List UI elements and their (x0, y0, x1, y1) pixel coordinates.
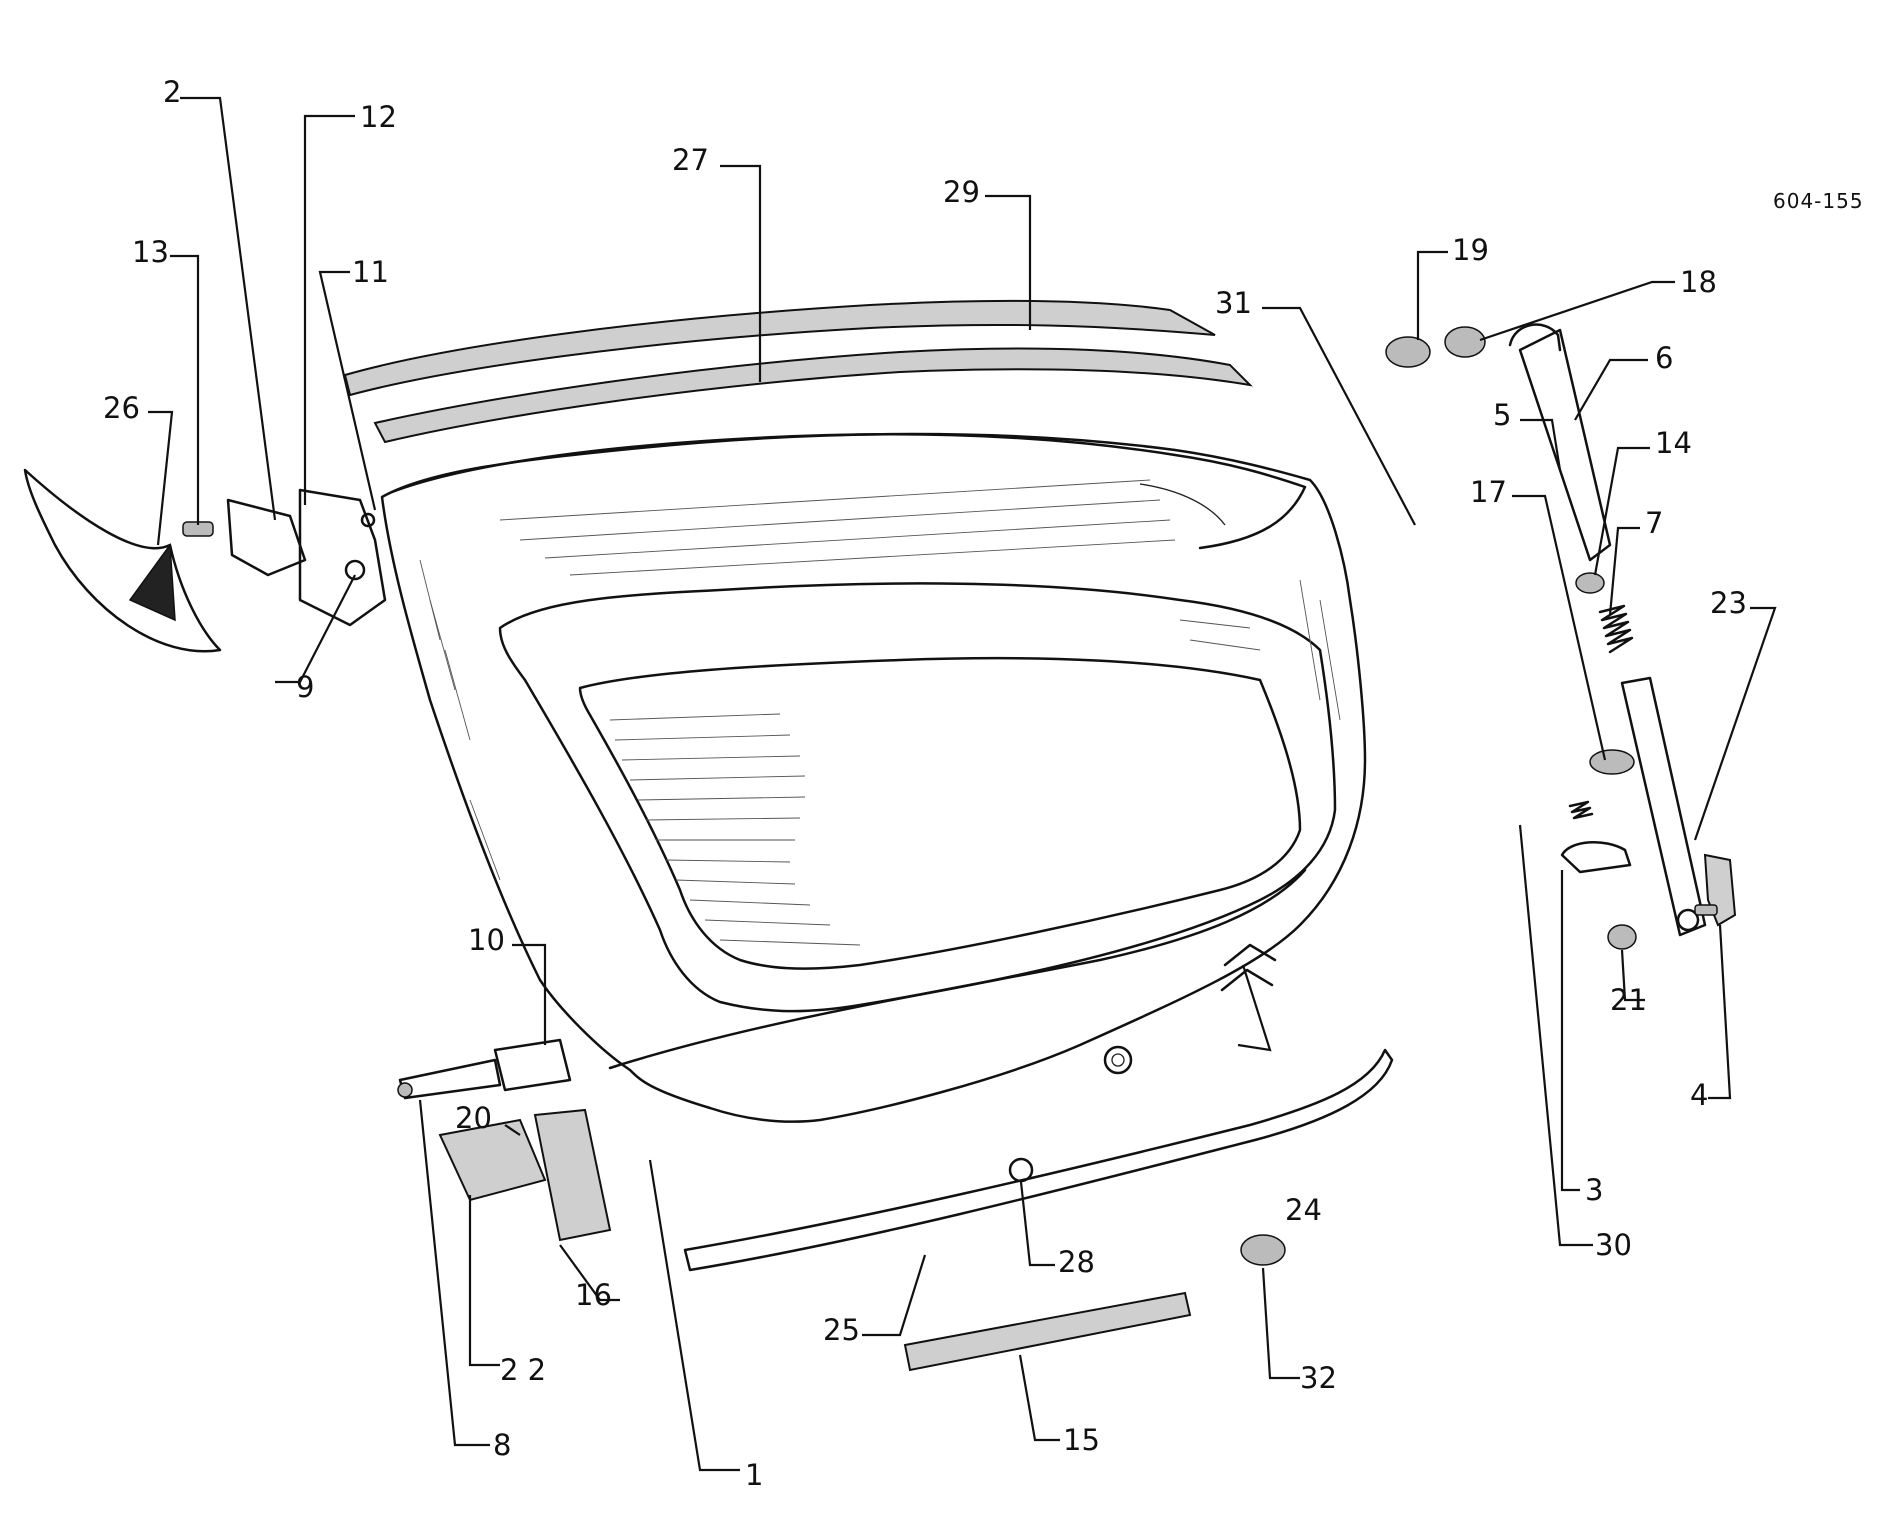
hinge-hardware (23, 468, 612, 1242)
bushing-19 (1385, 336, 1431, 368)
callout-2: 2 (163, 75, 181, 109)
spring-7 (1598, 604, 1634, 654)
cap-14 (1575, 572, 1605, 594)
callout-10: 10 (468, 923, 505, 957)
callout-27: 27 (672, 143, 709, 177)
trim-26 (23, 468, 222, 653)
callout-16: 16 (575, 1278, 612, 1312)
plate-strip-15 (903, 1291, 1192, 1372)
strut-hardware (1385, 323, 1737, 950)
callout-25: 25 (823, 1313, 860, 1347)
bushing-18 (1444, 326, 1486, 358)
leader-lines (148, 96, 1777, 1472)
reference-code: 604-155 (1773, 189, 1864, 213)
callout-12: 12 (360, 100, 397, 134)
upper-trim-27 (373, 347, 1253, 444)
tailgate-upper-bulge (390, 433, 1307, 550)
callout-13: 13 (132, 235, 169, 269)
nut-21 (1607, 924, 1637, 950)
callout-7: 7 (1645, 506, 1663, 540)
callout-3: 3 (1585, 1173, 1603, 1207)
upper-seal-29 (343, 299, 1216, 397)
tailgate-bottom-edge (608, 868, 1307, 1070)
bracket-22 (438, 1118, 547, 1202)
hinge-bracket-12 (298, 488, 387, 627)
callout-6: 6 (1655, 341, 1673, 375)
callout-labels: 1 2 3 4 5 6 7 8 9 10 11 12 13 14 15 16 1… (103, 75, 1747, 1492)
callout-29: 29 (943, 175, 980, 209)
strut-lower-23 (1620, 676, 1707, 937)
rear-window-glass (578, 656, 1302, 970)
tailgate-assembly (343, 299, 1394, 1372)
callout-20: 20 (455, 1101, 492, 1135)
callout-5: 5 (1493, 398, 1511, 432)
hinge-pin-8 (398, 1058, 502, 1100)
callout-24: 24 (1285, 1193, 1322, 1227)
window-surround (498, 582, 1337, 1013)
glass-shading (419, 479, 1341, 946)
callout-4: 4 (1690, 1078, 1708, 1112)
callout-9: 9 (296, 670, 314, 704)
callout-23: 23 (1710, 586, 1747, 620)
lower-trim-25 (683, 1048, 1394, 1272)
hinge-plate-2 (226, 498, 307, 577)
chevron-emblem (1220, 943, 1277, 992)
callout-26: 26 (103, 391, 140, 425)
tailgate-panel (380, 432, 1367, 1123)
strip-16 (533, 1108, 612, 1242)
washer-17 (1589, 749, 1635, 775)
callout-30: 30 (1595, 1228, 1632, 1262)
upper-seal-31 (1139, 483, 1226, 526)
callout-28: 28 (1058, 1245, 1095, 1279)
strut-tube-6 (1518, 328, 1612, 562)
callout-8: 8 (493, 1428, 511, 1462)
hinge-hole-9 (344, 559, 366, 581)
spring-small (1568, 800, 1594, 820)
lock-hole (1103, 1045, 1133, 1075)
latch-plate-3 (1560, 840, 1632, 874)
callout-17: 17 (1470, 475, 1507, 509)
hinge-pin-10 (493, 1038, 572, 1092)
callout-18: 18 (1680, 265, 1717, 299)
strut-top-eye (1508, 323, 1562, 352)
callout-19: 19 (1452, 233, 1489, 267)
callout-32: 32 (1300, 1361, 1337, 1395)
callout-31: 31 (1215, 286, 1252, 320)
callout-15: 15 (1063, 1423, 1100, 1457)
callout-11: 11 (352, 255, 389, 289)
callout-21: 21 (1610, 983, 1647, 1017)
plug-32 (1240, 1234, 1286, 1266)
callout-22: 2 2 (500, 1353, 546, 1387)
callout-1: 1 (745, 1458, 763, 1492)
callout-14: 14 (1655, 426, 1692, 460)
